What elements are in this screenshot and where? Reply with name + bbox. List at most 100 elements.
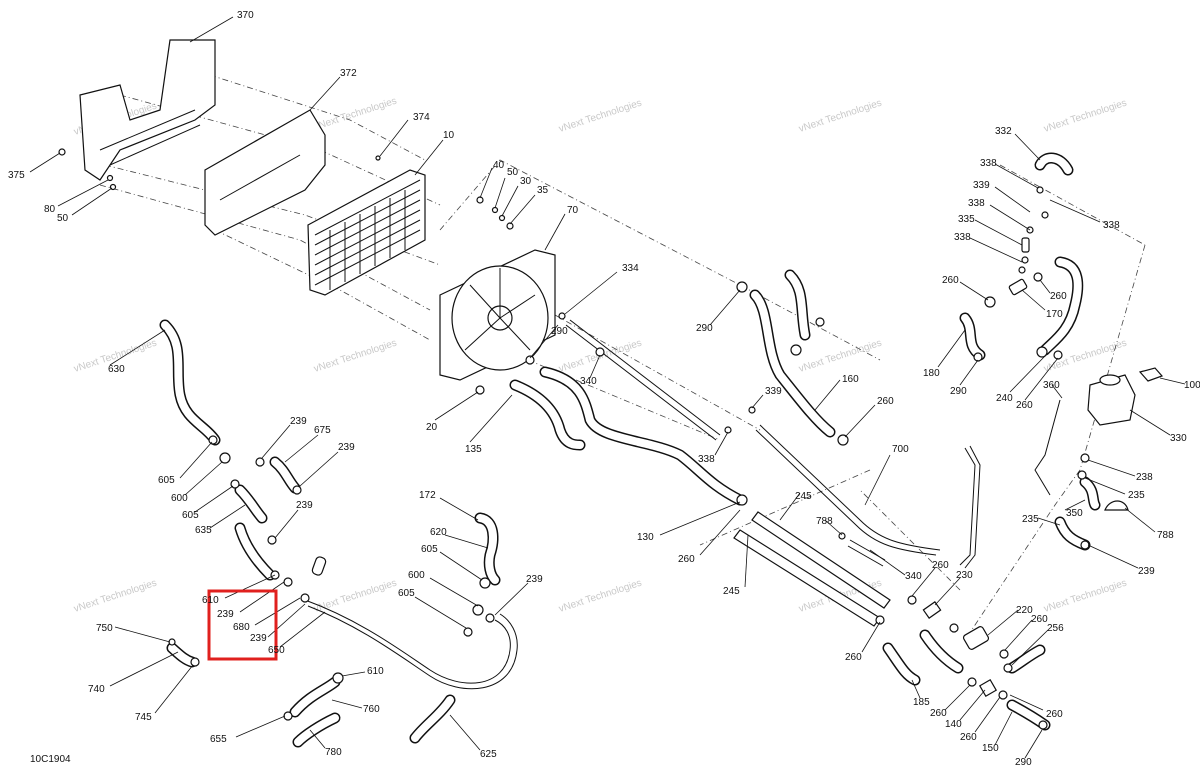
callout-750: 750 <box>96 623 113 634</box>
callout-260: 260 <box>942 275 959 286</box>
cooling-fan-70 <box>439 249 556 381</box>
callout-140: 140 <box>945 719 962 730</box>
callout-239: 239 <box>217 609 234 620</box>
callout-260: 260 <box>932 560 949 571</box>
callout-260: 260 <box>678 554 695 565</box>
radiator-10 <box>307 169 426 296</box>
callout-788: 788 <box>1157 530 1174 541</box>
heat-shield-372 <box>204 109 326 236</box>
callout-375: 375 <box>8 170 25 181</box>
callout-260: 260 <box>845 652 862 663</box>
callout-180: 180 <box>923 368 940 379</box>
callout-334: 334 <box>622 263 639 274</box>
callout-610: 610 <box>202 595 219 606</box>
coolant-reservoir-330 <box>1087 367 1164 426</box>
callout-130: 130 <box>637 532 654 543</box>
callout-605: 605 <box>398 588 415 599</box>
callout-160: 160 <box>842 374 859 385</box>
callout-340: 340 <box>580 376 597 387</box>
callout-675: 675 <box>314 425 331 436</box>
callout-235: 235 <box>1128 490 1145 501</box>
callout-338: 338 <box>698 454 715 465</box>
callout-290: 290 <box>696 323 713 334</box>
callout-332: 332 <box>995 126 1012 137</box>
tubes <box>565 319 1061 569</box>
watermark: vNext Technologies <box>313 338 399 375</box>
callout-239: 239 <box>1138 566 1155 577</box>
callout-600: 600 <box>171 493 188 504</box>
callout-230: 230 <box>956 570 973 581</box>
callout-780: 780 <box>325 747 342 758</box>
callout-290: 290 <box>551 326 568 337</box>
callout-135: 135 <box>465 444 482 455</box>
callout-360: 360 <box>1043 380 1060 391</box>
callout-150: 150 <box>982 743 999 754</box>
heat-shield-370 <box>79 39 216 181</box>
callout-745: 745 <box>135 712 152 723</box>
callout-605: 605 <box>421 544 438 555</box>
callout-740: 740 <box>88 684 105 695</box>
callout-50: 50 <box>57 213 69 224</box>
callout-239: 239 <box>526 574 543 585</box>
callout-239: 239 <box>250 633 267 644</box>
callout-260: 260 <box>877 396 894 407</box>
callout-10: 10 <box>443 130 455 141</box>
callout-260: 260 <box>960 732 977 743</box>
small-parts <box>58 148 1129 730</box>
callout-260: 260 <box>930 708 947 719</box>
watermark: vNext Technologies <box>558 578 644 615</box>
watermark: vNext Technologies <box>798 98 884 135</box>
callout-260: 260 <box>1031 614 1048 625</box>
callout-290: 290 <box>950 386 967 397</box>
callout-330: 330 <box>1170 433 1187 444</box>
callout-239: 239 <box>296 500 313 511</box>
watermark: vNext Technologies <box>1043 98 1129 135</box>
hoses <box>159 152 1101 748</box>
pipes-245 <box>733 511 891 627</box>
callout-372: 372 <box>340 68 357 79</box>
callout-239: 239 <box>338 442 355 453</box>
callout-374: 374 <box>413 112 430 123</box>
callout-70: 70 <box>567 205 579 216</box>
callout-50: 50 <box>507 167 519 178</box>
callout-760: 760 <box>363 704 380 715</box>
callout-260: 260 <box>1050 291 1067 302</box>
callout-605: 605 <box>158 475 175 486</box>
callout-240: 240 <box>996 393 1013 404</box>
watermark: vNext Technologies <box>73 578 159 615</box>
watermark: vNext Technologies <box>313 578 399 615</box>
callout-260: 260 <box>1046 709 1063 720</box>
callout-700: 700 <box>892 444 909 455</box>
callout-100: 100 <box>1184 380 1200 391</box>
callout-245: 245 <box>723 586 740 597</box>
callout-680: 680 <box>233 622 250 633</box>
callout-220: 220 <box>1016 605 1033 616</box>
callout-338: 338 <box>980 158 997 169</box>
callout-339: 339 <box>765 386 782 397</box>
callout-610: 610 <box>367 666 384 677</box>
watermark: vNext Technologies <box>798 338 884 375</box>
callout-30: 30 <box>520 176 532 187</box>
callout-labels: 370 372 374 10 375 80 50 40 50 30 35 70 … <box>8 10 1200 768</box>
callout-40: 40 <box>493 160 505 171</box>
callout-620: 620 <box>430 527 447 538</box>
callout-245: 245 <box>795 491 812 502</box>
callout-235: 235 <box>1022 514 1039 525</box>
callout-290: 290 <box>1015 757 1032 768</box>
callout-650: 650 <box>268 645 285 656</box>
diagram-code: 10C1904 <box>30 754 71 765</box>
callout-630: 630 <box>108 364 125 375</box>
callout-80: 80 <box>44 204 56 215</box>
callout-625: 625 <box>480 749 497 760</box>
watermark: vNext Technologies <box>313 96 399 133</box>
callout-35: 35 <box>537 185 549 196</box>
callout-788: 788 <box>816 516 833 527</box>
callout-350: 350 <box>1066 508 1083 519</box>
callout-185: 185 <box>913 697 930 708</box>
watermark: vNext Technologies <box>558 98 644 135</box>
callout-20: 20 <box>426 422 438 433</box>
callout-338: 338 <box>954 232 971 243</box>
callout-339: 339 <box>973 180 990 191</box>
callout-338: 338 <box>1103 220 1120 231</box>
